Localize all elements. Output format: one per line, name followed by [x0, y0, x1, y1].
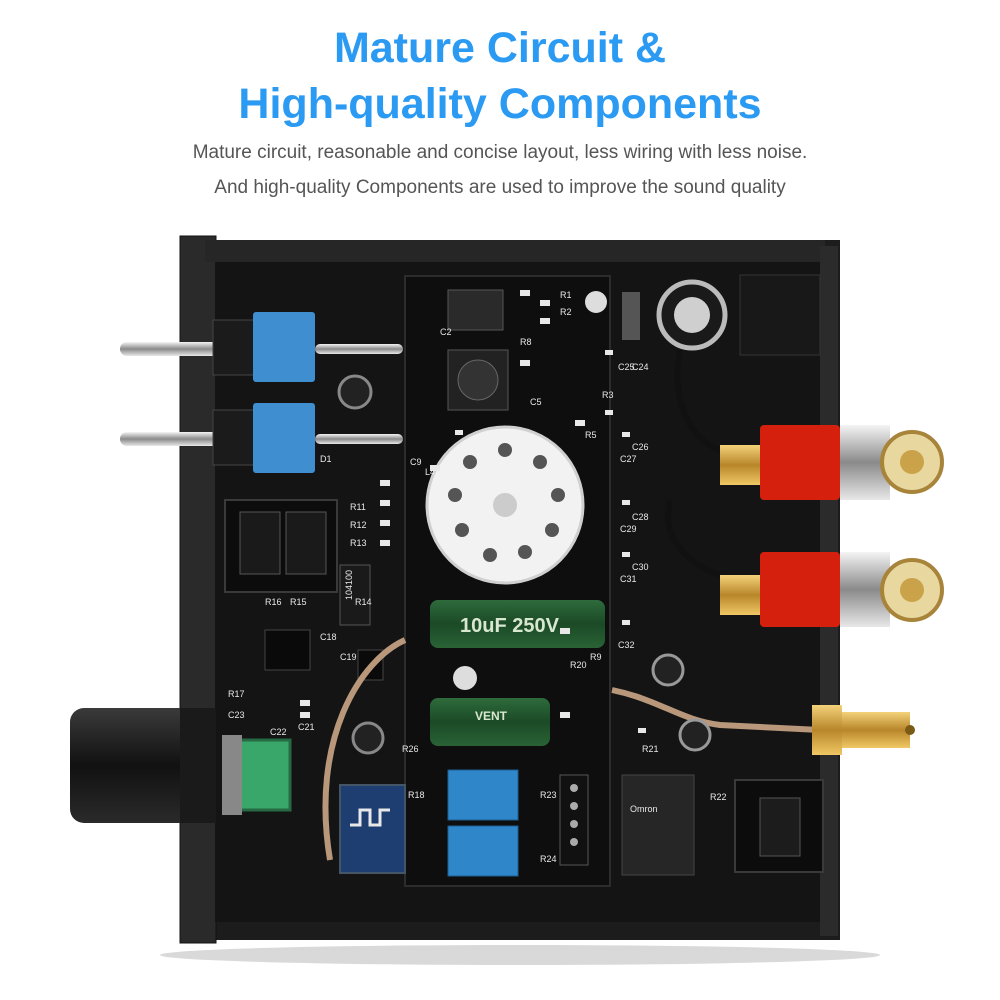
svg-text:R14: R14: [355, 597, 372, 607]
small-capacitor: [585, 291, 607, 313]
relay: [621, 774, 695, 876]
small-capacitor: [453, 666, 477, 690]
sma-antenna-connector: [812, 705, 915, 755]
svg-text:C30: C30: [632, 562, 649, 572]
svg-text:R23: R23: [540, 790, 557, 800]
svg-text:C19: C19: [340, 652, 357, 662]
svg-text:C22: C22: [270, 727, 287, 737]
svg-text:C2: C2: [440, 327, 452, 337]
svg-text:R9: R9: [590, 652, 602, 662]
small-capacitor: [678, 718, 712, 752]
svg-text:R20: R20: [570, 660, 587, 670]
subtext-line-2: And high-quality Components are used to …: [214, 177, 786, 198]
amplifier-pcb-photo: 10uF 250V VENT Omron: [70, 235, 944, 965]
svg-text:R17: R17: [228, 689, 245, 699]
svg-text:R15: R15: [290, 597, 307, 607]
svg-text:C25: C25: [618, 362, 635, 372]
svg-text:C28: C28: [632, 512, 649, 522]
svg-text:Omron: Omron: [630, 804, 658, 814]
svg-text:R13: R13: [350, 538, 367, 548]
large-capacitor-upper: 10uF 250V: [430, 600, 605, 648]
chip-label-block: [339, 564, 371, 626]
rca-jack-lower: [720, 552, 944, 627]
dc-power-jack: [739, 274, 821, 356]
svg-text:C29: C29: [620, 524, 637, 534]
small-capacitor: [651, 653, 685, 687]
silkscreen-labels: C2 R1 R2 R3 R5 R8 R9 R11 R12 R13 R14 R15…: [228, 290, 727, 864]
tube-socket-pins: [448, 443, 565, 562]
svg-text:R8: R8: [520, 337, 532, 347]
volume-knob: [70, 708, 210, 823]
svg-text:R16: R16: [265, 597, 282, 607]
rca-jack-upper: [720, 425, 944, 500]
small-capacitor: [337, 374, 373, 410]
small-capacitor: [351, 721, 385, 755]
headline: Mature Circuit & High-quality Components: [0, 20, 1000, 132]
svg-text:C23: C23: [228, 710, 245, 720]
film-capacitor: [447, 769, 519, 821]
svg-text:C31: C31: [620, 574, 637, 584]
svg-text:R22: R22: [710, 792, 727, 802]
film-capacitor: [447, 825, 519, 877]
svg-text:C9: C9: [410, 457, 422, 467]
svg-text:C21: C21: [298, 722, 315, 732]
enclosure-top-rail: [205, 240, 825, 262]
svg-text:C32: C32: [618, 640, 635, 650]
svg-text:104100: 104100: [344, 570, 354, 600]
drop-shadow: [160, 945, 880, 965]
svg-text:C24: C24: [632, 362, 649, 372]
headline-line-1: Mature Circuit &: [333, 24, 667, 72]
ic-chip: [264, 629, 311, 671]
svg-text:10uF 250V: 10uF 250V: [460, 615, 560, 637]
smd-components: [300, 290, 646, 733]
svg-text:R24: R24: [540, 854, 557, 864]
rca-wire: [674, 349, 722, 453]
svg-text:R26: R26: [402, 744, 419, 754]
rca-wire: [665, 499, 721, 578]
svg-text:R12: R12: [350, 520, 367, 530]
headline-line-2: High-quality Components: [238, 80, 762, 128]
antenna-cable: [322, 637, 407, 861]
svg-text:C18: C18: [320, 632, 337, 642]
voltage-regulator: [447, 289, 504, 331]
large-capacitor-lower: VENT: [430, 698, 550, 746]
film-capacitor-top: [622, 292, 640, 340]
svg-text:C26: C26: [632, 442, 649, 452]
bluetooth-module: [339, 784, 406, 874]
svg-text:VENT: VENT: [475, 709, 508, 723]
svg-text:R21: R21: [642, 744, 659, 754]
svg-text:R5: R5: [585, 430, 597, 440]
svg-text:C5: C5: [530, 397, 542, 407]
svg-text:R11: R11: [350, 502, 366, 512]
subtext-line-1: Mature circuit, reasonable and concise l…: [192, 142, 808, 163]
toggle-switch-upper: [120, 312, 403, 382]
svg-text:R3: R3: [602, 390, 614, 400]
svg-text:R1: R1: [560, 290, 572, 300]
svg-text:D1: D1: [320, 454, 332, 464]
antenna-cable-right: [611, 687, 821, 733]
toggle-switch-lower: [120, 403, 403, 473]
svg-text:L4: L4: [425, 467, 435, 477]
svg-text:R18: R18: [408, 790, 425, 800]
svg-text:R2: R2: [560, 307, 572, 317]
svg-text:C27: C27: [620, 454, 637, 464]
